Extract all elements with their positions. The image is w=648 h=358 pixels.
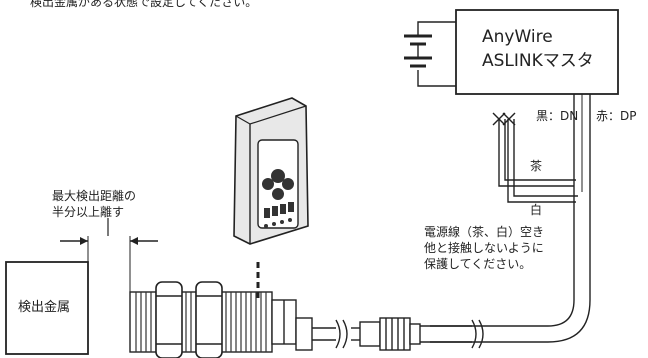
master-title-line2: ASLINKマスタ — [482, 51, 594, 71]
wire-label-brown: 茶 — [530, 159, 543, 173]
wire-label-red: 赤：DP — [596, 109, 637, 123]
metal-target-box — [5, 261, 89, 355]
spare-wires — [492, 112, 578, 203]
main-cable — [430, 94, 591, 343]
wire-label-black: 黒：DN — [536, 109, 579, 123]
power-note-line1: 電源線（茶、白）空き — [424, 225, 545, 239]
distance-note-line1: 最大検出距離の — [52, 189, 137, 203]
metal-label: 検出金属 — [18, 300, 71, 315]
power-note-line2: 他と接触しないように — [424, 241, 544, 255]
sensor-cable — [312, 325, 472, 343]
setting-tool-icon — [233, 97, 309, 245]
distance-note-line2: 半分以上離す — [52, 205, 125, 219]
connector-icon — [359, 317, 421, 351]
power-note-line3: 保護してください。 — [424, 257, 532, 271]
master-box — [455, 9, 619, 95]
distance-dimension — [60, 218, 158, 292]
master-title-line1: AnyWire — [482, 27, 553, 47]
power-supply-icon — [404, 21, 456, 87]
wire-label-white: 白 — [530, 203, 543, 217]
header-text: 検出金属がある状態で設定してください。 — [30, 0, 258, 9]
proximity-sensor-icon — [129, 281, 313, 358]
